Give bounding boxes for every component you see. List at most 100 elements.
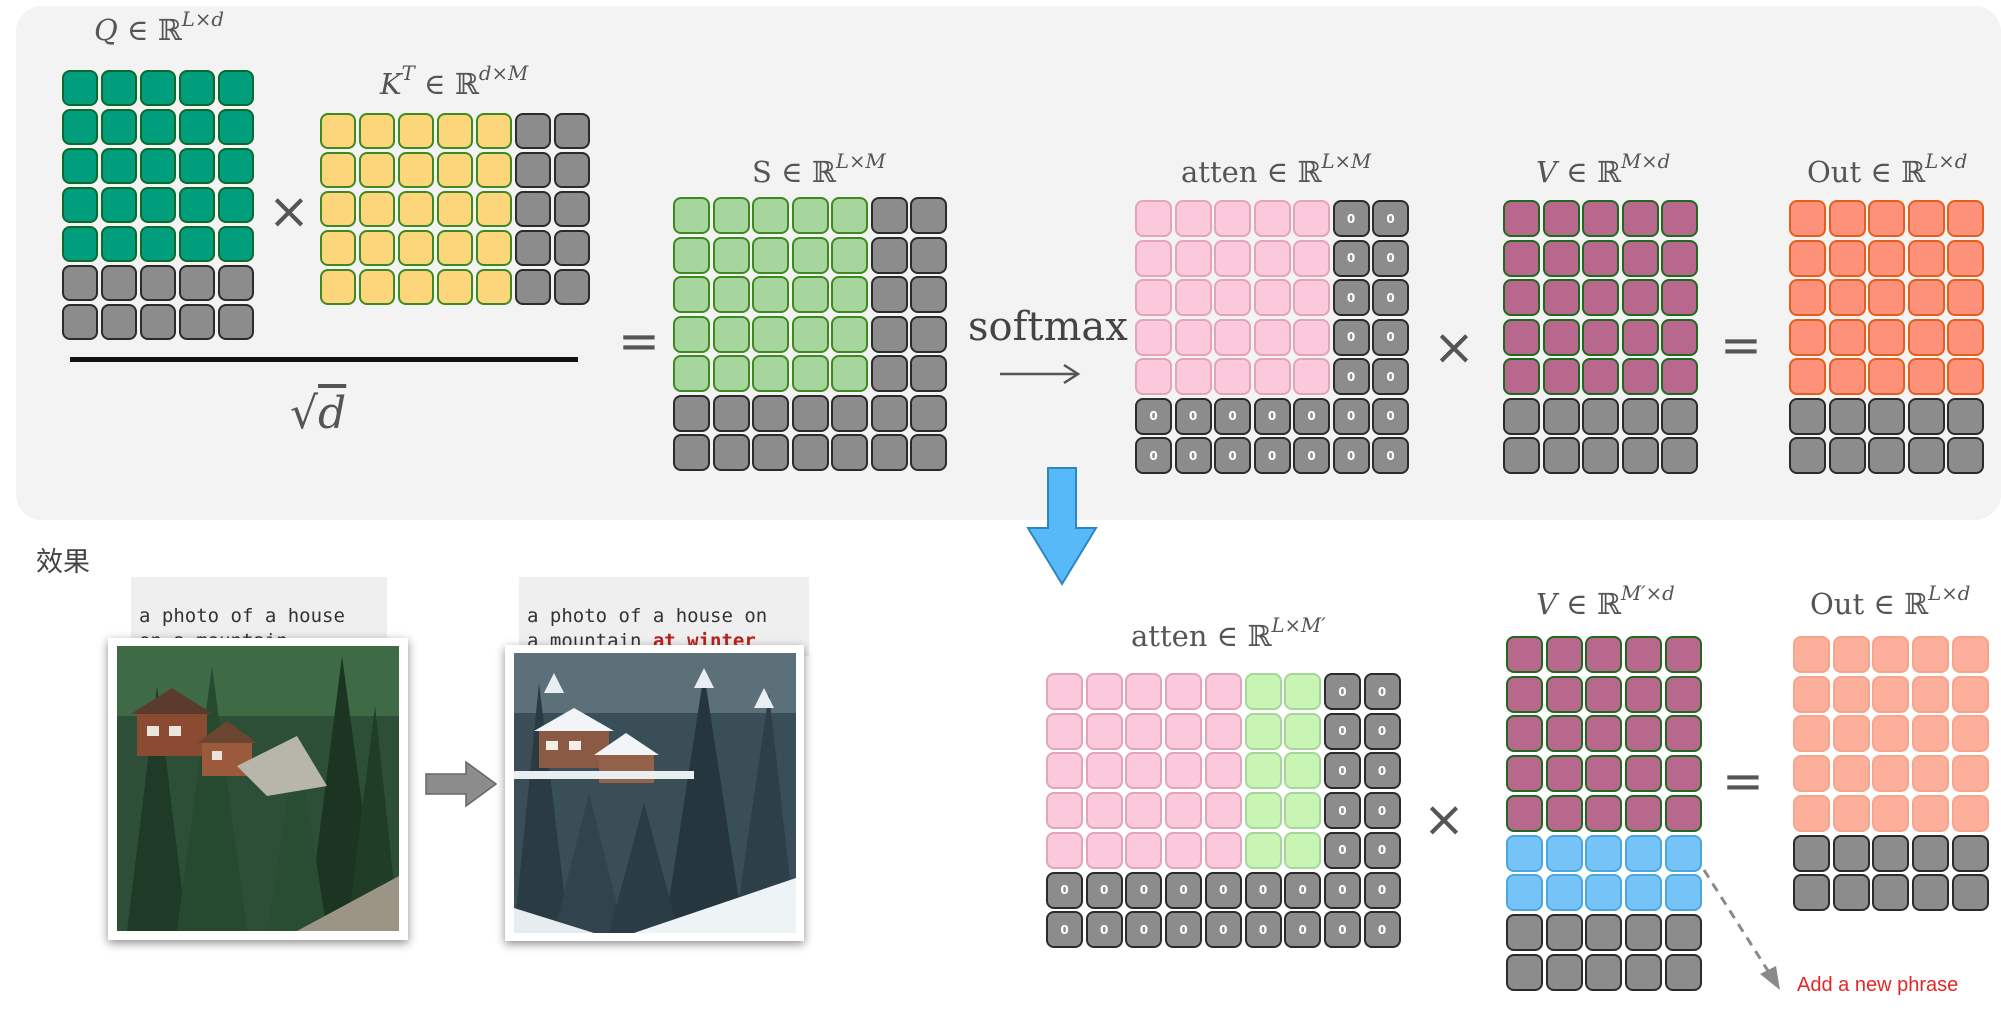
matrix-cell — [870, 197, 908, 234]
matrix-cell — [179, 109, 215, 145]
matrix-cell: 0 — [1323, 792, 1361, 830]
matrix-cell — [1621, 437, 1659, 474]
matrix-cell — [1625, 755, 1663, 793]
matrix-cell — [673, 276, 710, 313]
matrix-cell — [831, 197, 868, 234]
matrix-cell: 0 — [1372, 358, 1409, 395]
matrix-cell — [1582, 239, 1619, 277]
matrix-cell — [62, 226, 98, 262]
matrix-cell — [1125, 831, 1163, 869]
matrix-cell — [179, 304, 215, 340]
matrix-cell — [1907, 239, 1945, 277]
matrix-cell — [1253, 239, 1291, 277]
matrix-cell: 0 — [1174, 437, 1212, 474]
matrix-cell: 0 — [1332, 279, 1370, 316]
matrix-cell — [1244, 792, 1282, 830]
matrix-cell — [515, 152, 551, 188]
matrix-cell — [1947, 318, 1984, 356]
matrix-cell: 0 — [1323, 752, 1361, 790]
matrix-cell: 0 — [1125, 871, 1163, 909]
matrix-cell — [1621, 397, 1659, 435]
matrix-cell — [1174, 239, 1212, 277]
matrix-cell — [1621, 318, 1659, 356]
matrix-cell — [1165, 831, 1203, 869]
matrix-cell — [1503, 200, 1540, 237]
matrix-cell — [398, 269, 434, 305]
matrix-cell: 0 — [1332, 358, 1370, 395]
matrix-cell — [1625, 675, 1663, 713]
matrix-cell — [1661, 358, 1698, 395]
matrix-cell — [1582, 200, 1619, 237]
matrix-cell — [101, 304, 137, 340]
matrix-cell — [1125, 712, 1163, 750]
matrix-cell — [359, 230, 395, 266]
matrix-cell — [752, 394, 789, 432]
matrix-cell — [1951, 715, 1989, 753]
matrix-cell — [1253, 318, 1291, 356]
matrix-cell — [791, 355, 829, 392]
matrix-cell — [791, 315, 829, 353]
matrix-cell — [673, 197, 710, 234]
matrix-cell — [712, 197, 750, 234]
matrix-cell — [1951, 636, 1989, 673]
v-prime-matrix-label: V ∈ ℝM′×d — [1536, 582, 1675, 622]
matrix-cell — [1621, 239, 1659, 277]
matrix-cell — [1661, 279, 1698, 316]
matrix-cell — [359, 191, 395, 227]
matrix-cell — [437, 230, 473, 266]
matrix-cell — [1828, 318, 1866, 356]
matrix-cell — [1868, 239, 1905, 277]
matrix-cell: 0 — [1214, 397, 1251, 435]
matrix-cell — [1872, 755, 1910, 793]
matrix-cell — [1503, 318, 1540, 356]
matrix-cell — [1284, 673, 1322, 710]
matrix-cell — [1165, 792, 1203, 830]
multiply-operator: × — [1423, 790, 1465, 848]
matrix-cell: 0 — [1085, 911, 1123, 949]
matrix-cell — [1951, 755, 1989, 793]
matrix-cell — [1284, 712, 1322, 750]
matrix-cell — [1284, 752, 1322, 790]
matrix-cell — [1912, 755, 1950, 793]
matrix-cell — [1832, 636, 1870, 673]
matrix-cell — [218, 70, 254, 106]
matrix-cell — [1174, 318, 1212, 356]
sqrt-d-label: √d — [290, 388, 347, 439]
matrix-cell — [870, 276, 908, 313]
matrix-cell — [1545, 755, 1583, 793]
matrix-cell — [1832, 794, 1870, 832]
matrix-cell — [1046, 712, 1083, 750]
matrix-cell — [476, 113, 512, 149]
matrix-cell — [1625, 913, 1663, 951]
matrix-cell — [1872, 834, 1910, 872]
matrix-cell: 0 — [1293, 397, 1330, 435]
matrix-cell — [1174, 279, 1212, 316]
matrix-cell — [1085, 712, 1123, 750]
matrix-cell — [476, 230, 512, 266]
matrix-cell — [1912, 874, 1950, 912]
matrix-cell — [1828, 239, 1866, 277]
matrix-cell — [712, 434, 750, 471]
atten-matrix-label: atten ∈ ℝL×M — [1181, 150, 1372, 190]
matrix-cell — [1907, 397, 1945, 435]
matrix-cell — [1284, 792, 1322, 830]
matrix-cell — [140, 148, 176, 184]
matrix-cell — [673, 394, 710, 432]
matrix-cell — [791, 276, 829, 313]
matrix-cell — [870, 236, 908, 274]
matrix-cell — [359, 269, 395, 305]
matrix-cell — [101, 265, 137, 301]
matrix-cell — [910, 355, 947, 392]
s-matrix-label: S ∈ ℝL×M — [752, 150, 886, 190]
matrix-cell — [398, 191, 434, 227]
matrix-cell — [870, 394, 908, 432]
matrix-cell — [320, 191, 356, 227]
matrix-cell — [1872, 636, 1910, 673]
matrix-cell — [1828, 279, 1866, 316]
matrix-cell — [1793, 755, 1830, 793]
matrix-cell — [1625, 953, 1663, 991]
matrix-cell — [1253, 279, 1291, 316]
matrix-cell — [752, 434, 789, 471]
matrix-cell — [1542, 397, 1580, 435]
matrix-cell — [179, 70, 215, 106]
